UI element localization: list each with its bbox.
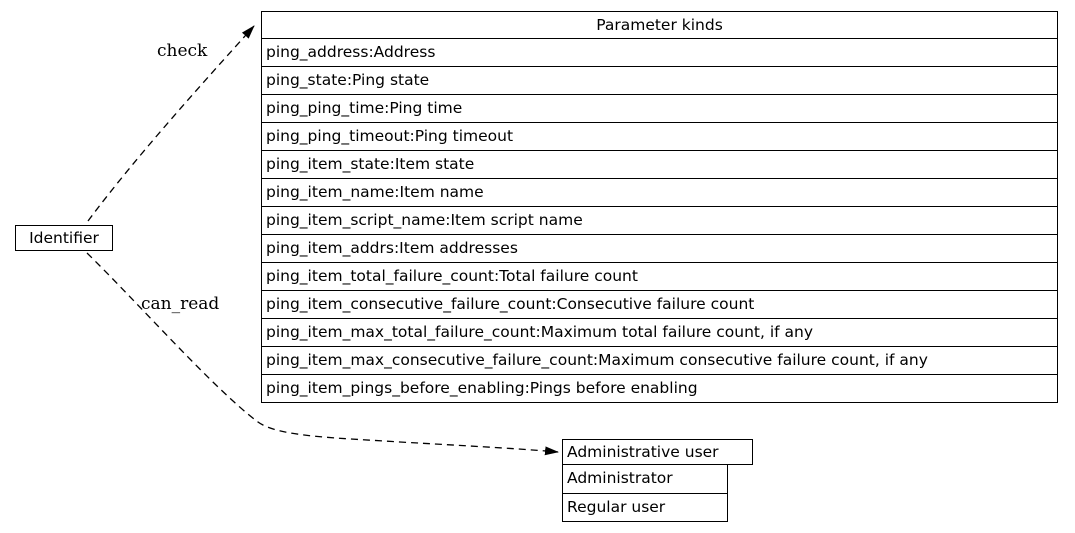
administrative-user-title: Administrative user: [562, 439, 753, 465]
edge-label-can-read: can_read: [141, 294, 220, 314]
parameter-kind-row: ping_item_max_total_failure_count:Maximu…: [262, 318, 1057, 346]
parameter-kind-row: ping_item_pings_before_enabling:Pings be…: [262, 374, 1057, 402]
parameter-kind-row: ping_state:Ping state: [262, 66, 1057, 94]
parameter-kind-row: ping_item_addrs:Item addresses: [262, 234, 1057, 262]
user-role-row: Regular user: [563, 493, 727, 521]
parameter-kind-row: ping_item_state:Item state: [262, 150, 1057, 178]
parameter-kind-row: ping_item_max_consecutive_failure_count:…: [262, 346, 1057, 374]
parameter-kinds-title: Parameter kinds: [596, 16, 723, 34]
parameter-kind-row: ping_item_total_failure_count:Total fail…: [262, 262, 1057, 290]
user-role-row: Administrator: [567, 469, 673, 487]
identifier-node: Identifier: [15, 225, 113, 251]
edge-label-check: check: [157, 41, 208, 61]
parameter-kind-row: ping_address:Address: [262, 38, 1057, 66]
parameter-kind-row: ping_ping_time:Ping time: [262, 94, 1057, 122]
parameter-kind-row: ping_item_script_name:Item script name: [262, 206, 1057, 234]
parameter-kind-row: ping_item_consecutive_failure_count:Cons…: [262, 290, 1057, 318]
parameter-kind-row: ping_item_name:Item name: [262, 178, 1057, 206]
parameter-kind-row: ping_ping_timeout:Ping timeout: [262, 122, 1057, 150]
